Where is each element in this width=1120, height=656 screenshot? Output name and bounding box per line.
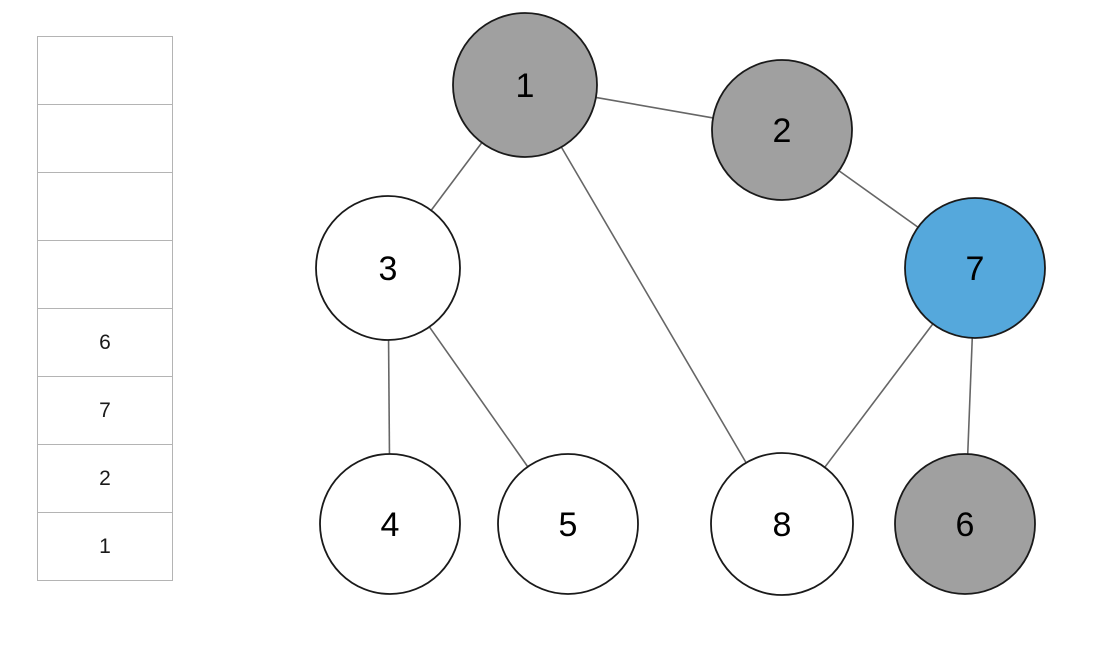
graph-node-label-4: 4: [381, 506, 400, 544]
stack-row: 1: [37, 512, 173, 581]
graph-node-label-2: 2: [773, 112, 792, 150]
graph-node-label-6: 6: [956, 506, 975, 544]
graph-node-circle-6[interactable]: [894, 453, 1036, 595]
stack-row: 6: [37, 308, 173, 377]
graph-node-circle-1[interactable]: [452, 12, 598, 158]
graph-node-circle-7[interactable]: [904, 197, 1046, 339]
graph-node-label-5: 5: [559, 506, 578, 544]
graph-edges: [387, 96, 974, 468]
stack-cell-value: 6: [37, 308, 173, 377]
graph-node-5[interactable]: 5: [497, 453, 639, 595]
graph-edge-1-2: [595, 96, 714, 119]
graph-node-circle-8[interactable]: [710, 452, 854, 596]
graph-node-label-3: 3: [379, 250, 398, 288]
stack-row: 2: [37, 444, 173, 513]
graph-edge-3-5: [428, 326, 529, 468]
graph-node-circle-5[interactable]: [497, 453, 639, 595]
graph-edge-1-8: [560, 146, 747, 464]
graph-node-6[interactable]: 6: [894, 453, 1036, 595]
graph-node-2[interactable]: 2: [711, 59, 853, 201]
graph-node-1[interactable]: 1: [452, 12, 598, 158]
graph-edge-3-4: [387, 339, 391, 455]
graph-edge-7-6: [966, 337, 974, 455]
graph-node-label-1: 1: [516, 67, 535, 105]
graph-node-circle-2[interactable]: [711, 59, 853, 201]
graph-nodes: 1 2 3 7 4 5 8 6: [315, 12, 1046, 596]
graph-node-4[interactable]: 4: [319, 453, 461, 595]
graph-edge-7-8: [824, 323, 934, 468]
graph-node-label-7: 7: [966, 250, 985, 288]
graph-node-circle-4[interactable]: [319, 453, 461, 595]
graph-node-circle-3[interactable]: [315, 195, 461, 341]
graph-node-3[interactable]: 3: [315, 195, 461, 341]
stack-cell-empty: [37, 36, 173, 105]
graph-edge-2-7: [838, 170, 919, 228]
stack-row: [37, 240, 173, 309]
stack-row: [37, 36, 173, 105]
stack-row: [37, 172, 173, 241]
stack-cell-empty: [37, 240, 173, 309]
stack-cell-value: 2: [37, 444, 173, 513]
graph-node-7[interactable]: 7: [904, 197, 1046, 339]
stack-cell-empty: [37, 172, 173, 241]
graph-node-label-8: 8: [773, 506, 792, 544]
graph-edge-1-3: [430, 142, 483, 211]
stack-cell-value: 1: [37, 512, 173, 581]
graph-node-8[interactable]: 8: [710, 452, 854, 596]
